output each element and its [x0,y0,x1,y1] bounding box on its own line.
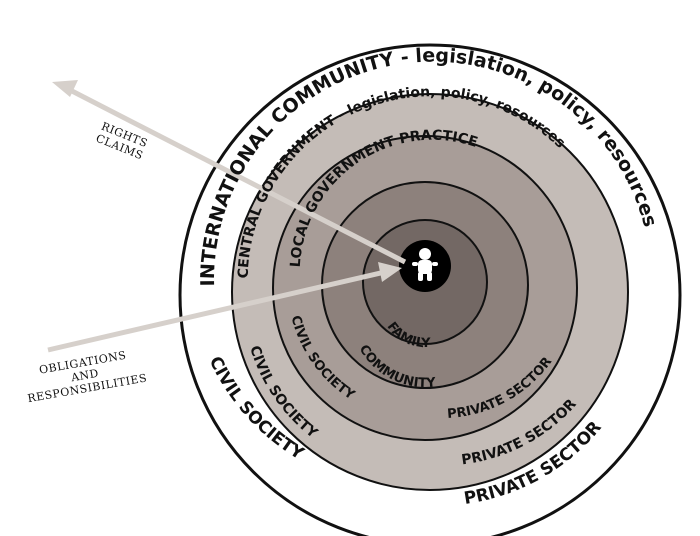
child-figure-icon [412,248,438,281]
rights-arrow [52,80,407,265]
obligations-arrow [47,262,402,353]
